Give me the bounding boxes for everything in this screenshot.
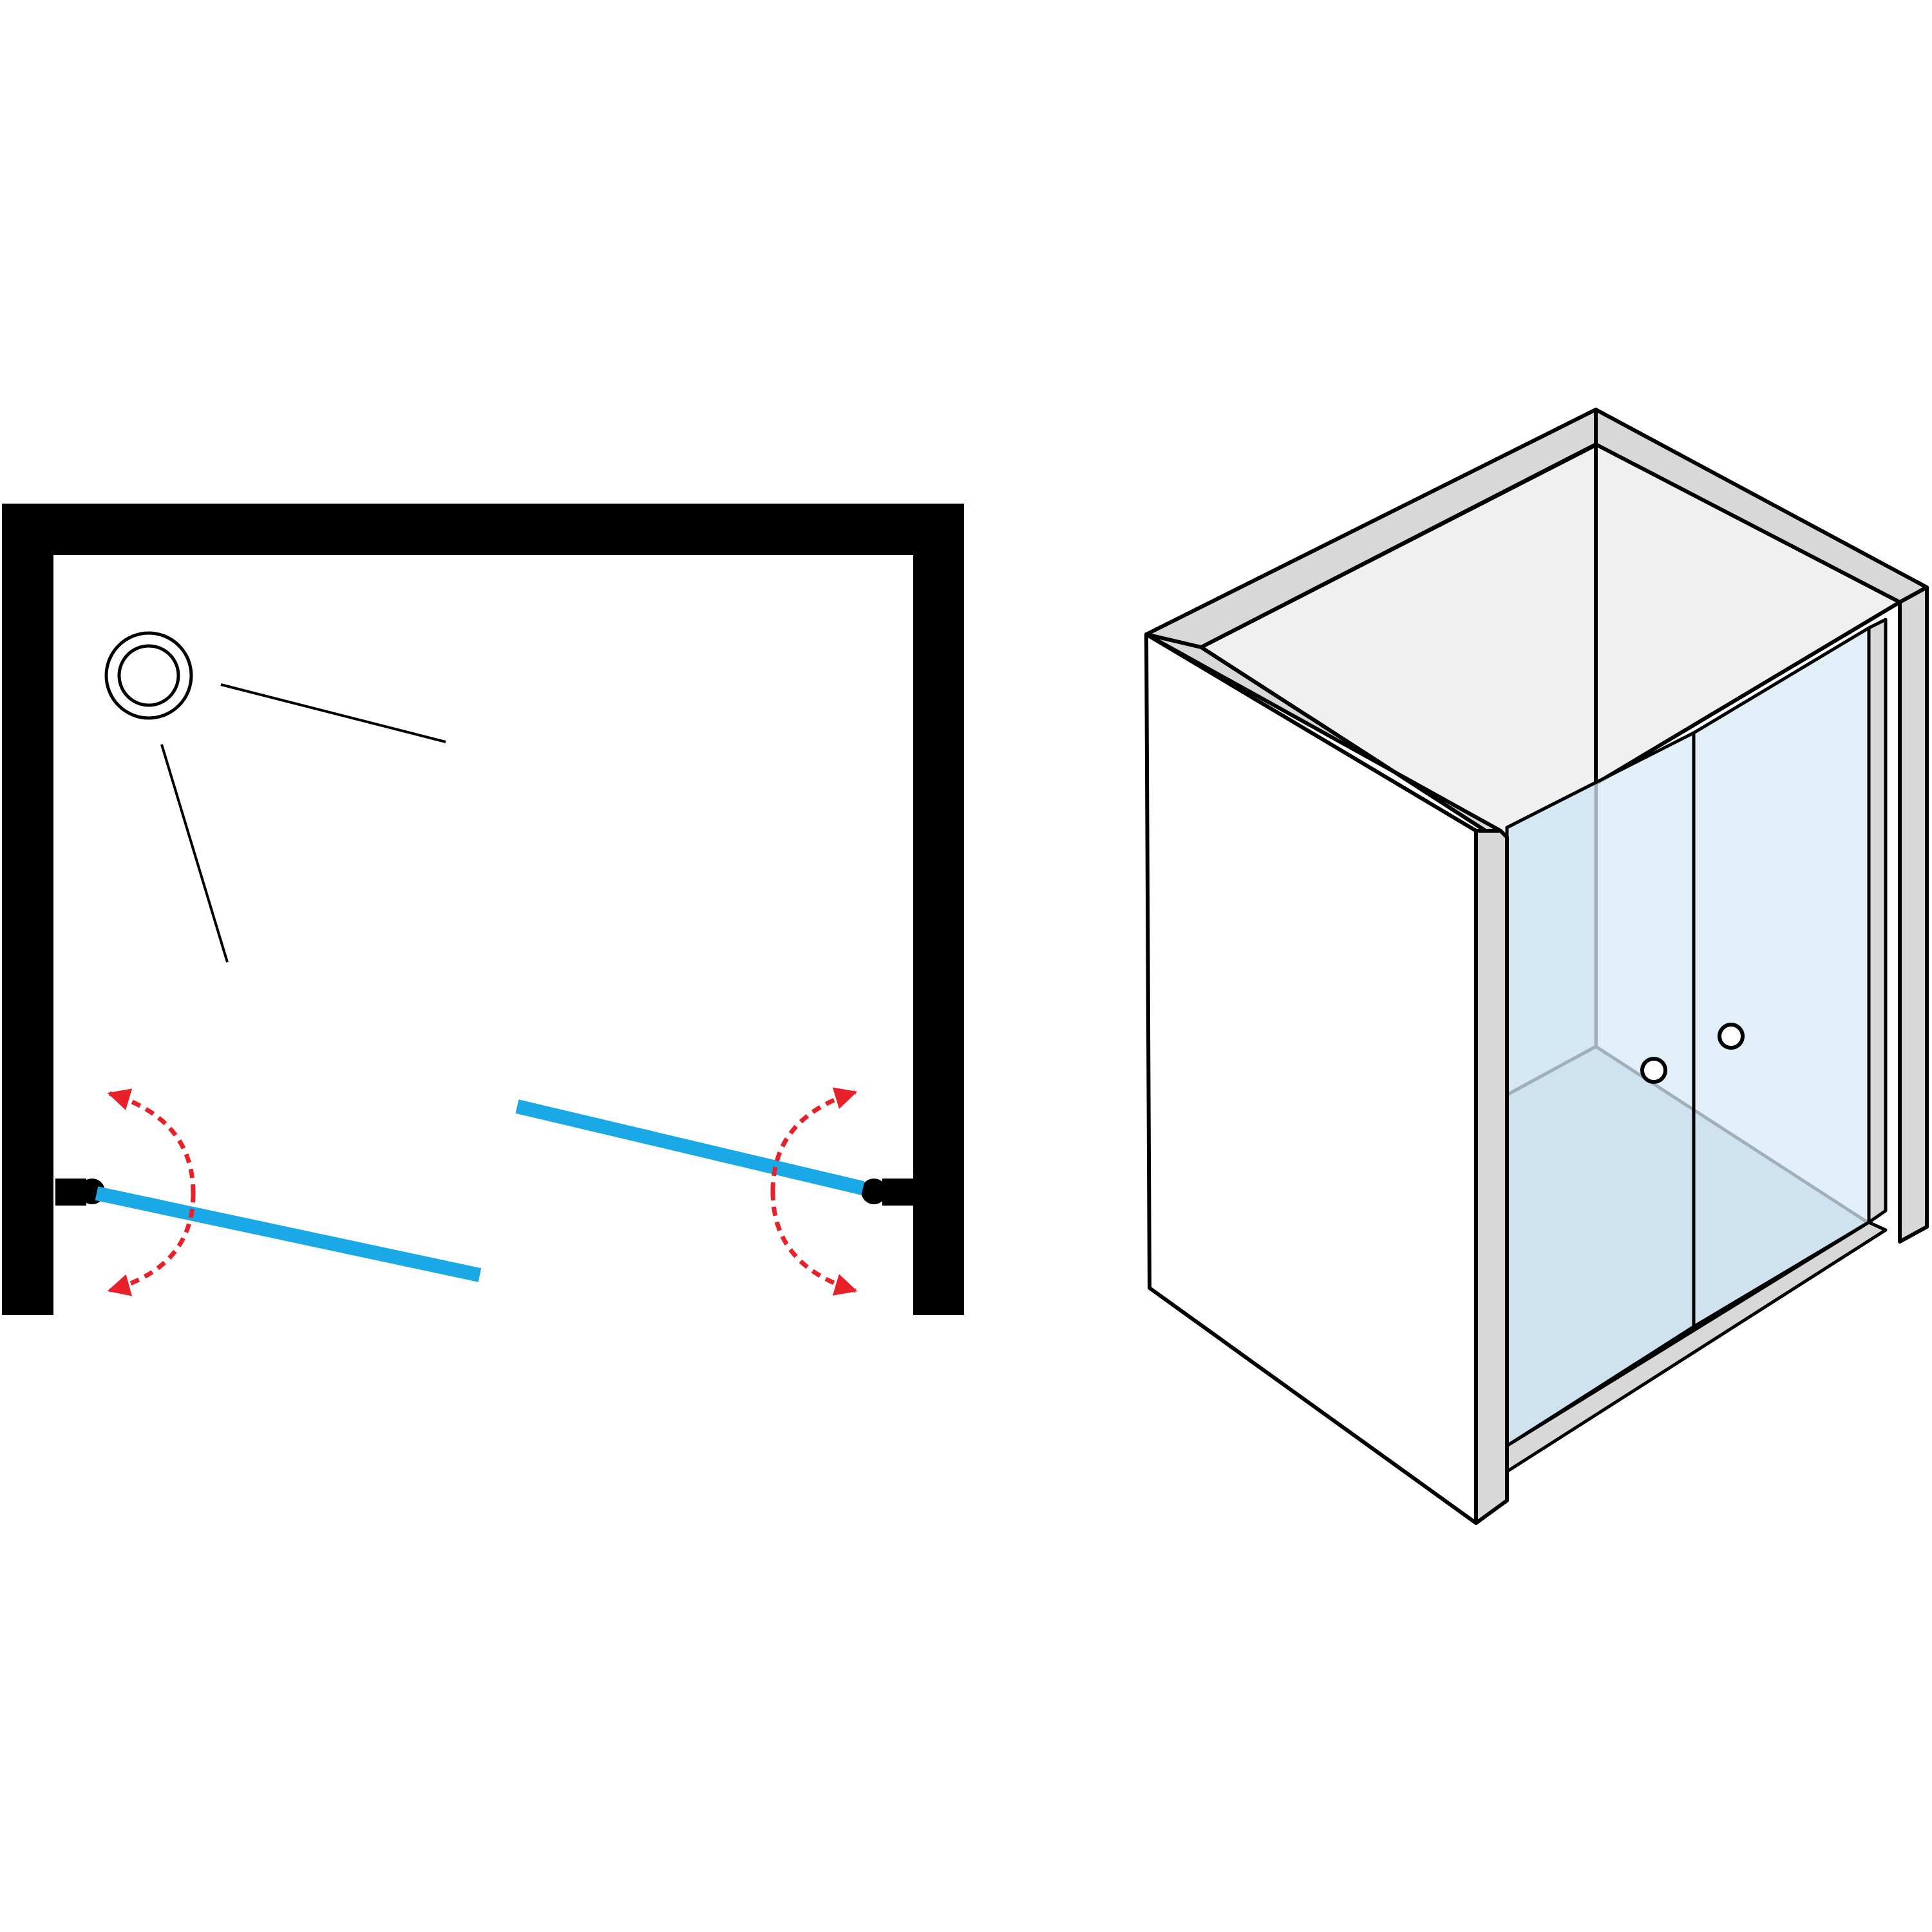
- iso-right-door-panel: [1692, 626, 1871, 1329]
- iso-right-wall-profile: [1867, 618, 1888, 1224]
- iso-right-door-knob-icon: [1718, 1023, 1745, 1050]
- iso-view: [1144, 408, 1929, 1525]
- right-swing-arrow-outward: [770, 1087, 858, 1192]
- left-door-glass: [95, 1186, 482, 1282]
- left-swing-arrow-outward: [107, 1088, 196, 1194]
- iso-left-door-panel: [1505, 731, 1696, 1448]
- slope-line-horizontal: [220, 683, 446, 743]
- drain-icon: [104, 631, 193, 720]
- left-swing-arrow-inward: [107, 1193, 196, 1296]
- plan-view: [2, 504, 964, 1315]
- iso-side-wall-profile: [1474, 829, 1509, 1525]
- plan-walls: [2, 504, 964, 1315]
- right-door-glass: [515, 1099, 865, 1195]
- iso-left-door-knob-icon: [1640, 1057, 1667, 1084]
- slope-line-vertical: [160, 744, 229, 963]
- right-hinge-icon: [861, 1179, 913, 1206]
- right-swing-arrow-inward: [770, 1191, 858, 1296]
- iso-right-wall-edge: [1898, 585, 1929, 1244]
